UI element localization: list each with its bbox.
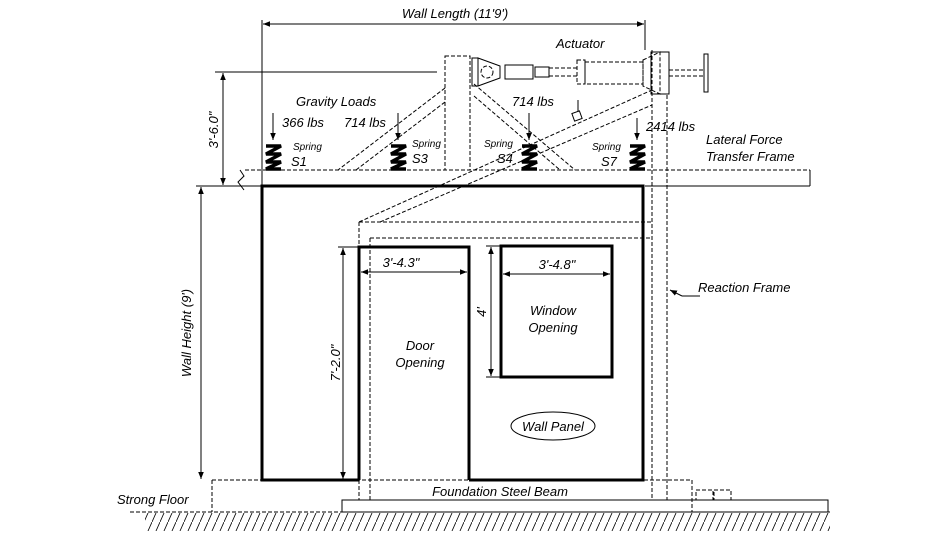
svg-text:Spring: Spring [484,139,513,150]
actuator-label: Actuator [555,36,605,51]
spring-coil-icon [521,144,538,171]
spring-s4: 714 lbs Spring S4 [484,94,554,171]
spring-id-label: S7 [601,154,618,169]
load-label: 2414 lbs [645,119,696,134]
wall-panel: Door Opening Window Opening Wall Panel [260,184,645,482]
door-label: Door [406,338,435,353]
wall-panel-label: Wall Panel [522,419,585,434]
strong-floor-label: Strong Floor [117,492,189,507]
load-label: 714 lbs [512,94,554,109]
window-opening [499,244,614,379]
spring-coil-icon [629,144,646,171]
transfer-frame-label: Transfer Frame [706,149,795,164]
window-height-label: 4' [474,307,489,317]
ground-hatch [145,513,830,531]
spring-coil-icon [265,144,282,171]
svg-text:Spring: Spring [412,139,441,150]
load-label: 714 lbs [344,115,386,130]
door-height-label: 7'-2.0" [328,343,343,381]
top-height-label: 3'-6.0" [206,110,221,148]
spring-id-label: S4 [497,151,513,166]
lateral-force-label: Lateral Force [706,132,783,147]
foundation: Foundation Steel Beam Strong Floor [117,479,830,531]
door-opening-label: Opening [395,355,445,370]
window-label: Window [530,303,578,318]
wall-length-label: Wall Length (11'9') [402,6,508,21]
window-opening-label: Opening [528,320,578,335]
spring-id-label: S3 [412,151,429,166]
wall-length-dimension: Wall Length (11'9') [261,6,646,185]
spring-s7: 2414 lbs Spring S7 [592,118,696,171]
spring-coil-icon [390,144,407,171]
window-width-label: 3'-4.8" [539,257,577,272]
gravity-loads-label: Gravity Loads [296,94,377,109]
reaction-frame-label: Reaction Frame [698,280,790,295]
svg-text:Spring: Spring [293,142,322,153]
wall-height-label: Wall Height (9') [179,289,194,377]
spring-id-label: S1 [291,154,307,169]
door-width-label: 3'-4.3" [383,255,421,270]
spring-s3: 714 lbs Spring S3 [344,113,441,171]
svg-text:Spring: Spring [592,142,621,153]
foundation-steel-beam-label: Foundation Steel Beam [432,484,568,499]
opening-dimensions: 3'-4.3" 3'-4.8" 4' 7'-2.0" Wall Height (… [179,185,610,479]
spring-s1: 366 lbs Spring S1 [265,113,324,171]
top-height-dimension: 3'-6.0" [206,71,437,191]
load-label: 366 lbs [282,115,324,130]
